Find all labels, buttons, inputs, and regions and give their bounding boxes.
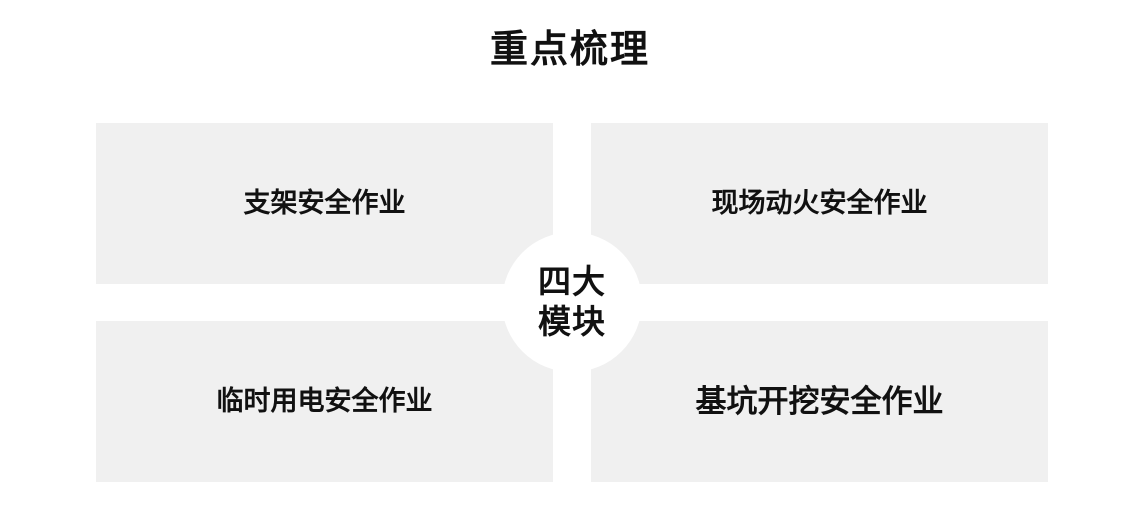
module-label-temporary-power-safety: 临时用电安全作业 [216, 385, 433, 417]
center-circle: 四大 模块 [502, 232, 642, 372]
module-panel-top-right: 现场动火安全作业 [591, 123, 1048, 284]
module-panel-bottom-right: 基坑开挖安全作业 [591, 321, 1048, 482]
module-panel-top-left: 支架安全作业 [96, 123, 553, 284]
center-label-line-1: 四大 [538, 262, 606, 301]
module-panel-bottom-left: 临时用电安全作业 [96, 321, 553, 482]
module-label-excavation-safety: 基坑开挖安全作业 [695, 383, 944, 420]
center-label-line-2: 模块 [538, 302, 606, 341]
module-label-scaffold-safety: 支架安全作业 [243, 187, 406, 219]
page-title: 重点梳理 [489, 27, 650, 71]
module-label-hot-work-safety: 现场动火安全作业 [711, 187, 928, 219]
